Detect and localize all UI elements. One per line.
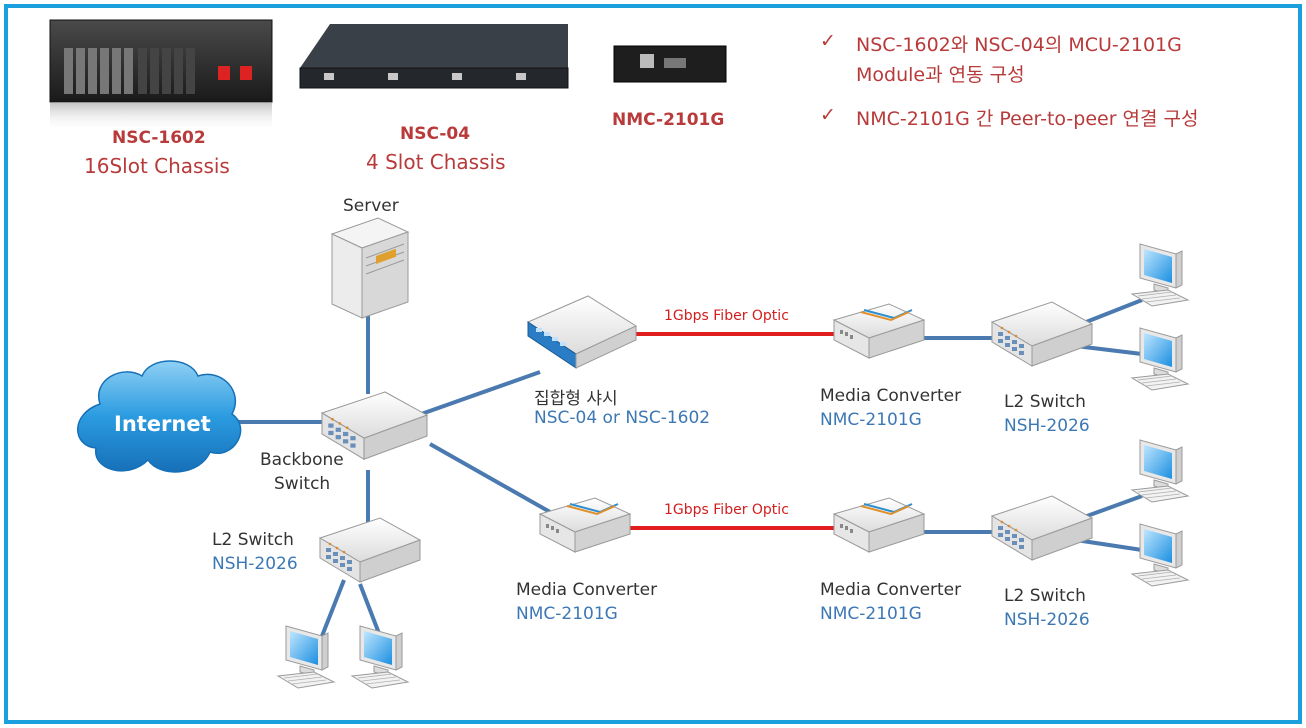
fiber-top-label: 1Gbps Fiber Optic [664, 308, 789, 324]
mc-top-name: Media Converter [820, 386, 962, 406]
nsc1602-desc: 16Slot Chassis [84, 154, 230, 178]
feature-check-icon: ✓ [820, 30, 836, 52]
computer-icon [351, 625, 409, 689]
mc-bottom-left-model: NMC-2101G [516, 604, 618, 624]
feature-check-icon: ✓ [820, 104, 836, 126]
mc-bottom-right-model: NMC-2101G [820, 604, 922, 624]
chassis-model: NSC-04 or NSC-1602 [534, 408, 711, 428]
l2-switch-bottom-icon [991, 495, 1093, 561]
feature-2-line1: NMC-2101G 간 Peer-to-peer 연결 구성 [856, 108, 1199, 130]
nmc-device-image [613, 45, 727, 83]
backbone-label-line1: Backbone [260, 450, 344, 470]
l2-switch-top-icon [991, 301, 1093, 367]
media-converter-icon [833, 497, 925, 553]
computer-icon [1131, 243, 1189, 307]
cloud-icon [77, 360, 242, 473]
server-label: Server [343, 196, 399, 216]
computer-icon [277, 625, 335, 689]
backbone-label-line2: Switch [274, 474, 331, 494]
computer-icon [1131, 327, 1189, 391]
feature-1-line1: NSC-1602와 NSC-04의 MCU-2101G [856, 34, 1182, 56]
fiber-bottom-label: 1Gbps Fiber Optic [664, 502, 789, 518]
l2-top-name: L2 Switch [1004, 392, 1086, 412]
chassis-4slot-image [299, 24, 569, 89]
feature-1-line2: Module과 연동 구성 [856, 64, 1025, 86]
computer-icon [1131, 439, 1189, 503]
chassis-16slot-image [49, 19, 273, 132]
nsc1602-name: NSC-1602 [112, 128, 206, 148]
computer-icon [1131, 523, 1189, 587]
chassis-name: 집합형 샤시 [534, 389, 618, 409]
fiber-links [630, 332, 836, 530]
internet-label: Internet [114, 412, 211, 436]
mc-bottom-left-name: Media Converter [516, 580, 658, 600]
l2-switch-left-icon [319, 517, 421, 583]
nsc04-name: NSC-04 [400, 124, 471, 144]
l2-bottom-model: NSH-2026 [1004, 610, 1090, 630]
chassis-switch-icon [526, 295, 638, 369]
mc-top-model: NMC-2101G [820, 410, 922, 430]
l2-left-name: L2 Switch [212, 530, 294, 550]
server-icon [330, 217, 410, 319]
media-converter-icon [833, 303, 925, 359]
media-converter-icon [539, 497, 631, 553]
nsc04-desc: 4 Slot Chassis [366, 150, 506, 174]
mc-bottom-right-name: Media Converter [820, 580, 962, 600]
l2-bottom-name: L2 Switch [1004, 586, 1086, 606]
l2-top-model: NSH-2026 [1004, 416, 1090, 436]
l2-left-model: NSH-2026 [212, 554, 298, 574]
nmc2101g-name: NMC-2101G [612, 110, 725, 130]
